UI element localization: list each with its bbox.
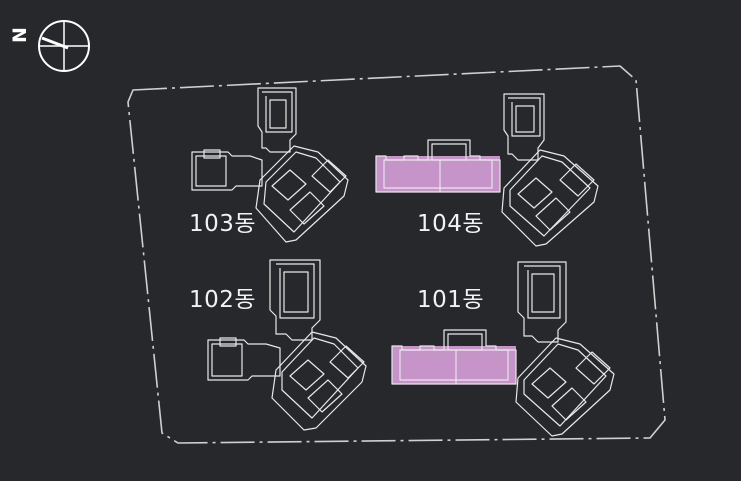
building-label-102: 102동 [189,287,257,313]
site-boundary [127,65,666,444]
building-101-footprint [391,261,615,437]
building-label-103: 103동 [189,211,257,237]
compass-icon [38,20,90,72]
building-label-104: 104동 [417,211,485,237]
building-101-highlight [392,346,516,384]
building-102-footprint [207,259,367,431]
building-104-highlight [376,156,500,192]
building-103-footprint [191,87,349,243]
building-104-footprint [375,93,599,247]
compass-north-label: N [8,27,31,43]
building-label-101: 101동 [417,287,485,313]
